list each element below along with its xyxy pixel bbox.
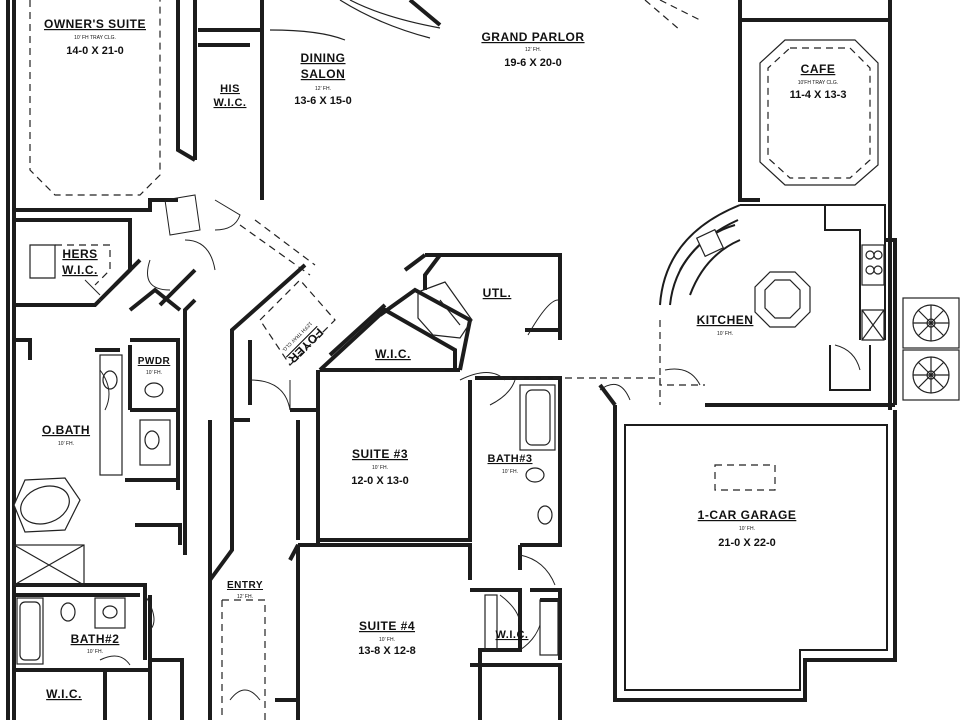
- room-suite3: SUITE #3 10' FH. 12-0 X 13-0: [351, 447, 408, 487]
- room-dimensions: 11-4 X 13-3: [790, 89, 847, 101]
- room-name: W.I.C.: [496, 629, 529, 641]
- room-labels: OWNER'S SUITE 10' FH TRAY CLG. 14-0 X 21…: [42, 17, 846, 701]
- room-owners-suite: OWNER'S SUITE 10' FH TRAY CLG. 14-0 X 21…: [44, 17, 146, 57]
- room-note: 10' FH.: [502, 469, 518, 475]
- room-his-wic: HIS W.I.C.: [214, 83, 247, 109]
- room-name: GRAND PARLOR: [481, 30, 584, 44]
- room-note: 10' FH.: [146, 370, 162, 376]
- room-util: UTL.: [483, 286, 512, 300]
- room-name: UTL.: [483, 286, 512, 300]
- room-obath: O.BATH 10' FH.: [42, 423, 90, 447]
- kitchen-fixtures: [659, 204, 885, 371]
- room-note: 10' FH.: [379, 637, 395, 643]
- room-name: W.I.C.: [46, 687, 82, 701]
- room-kitchen: KITCHEN 10' FH.: [697, 313, 754, 337]
- room-note: 12' FH.: [525, 47, 541, 53]
- room-entry: ENTRY 12' FH.: [227, 580, 263, 600]
- walls: [6, 0, 897, 720]
- room-hers-wic: HERS W.I.C.: [62, 247, 98, 277]
- room-note: 10' FH.: [717, 331, 733, 337]
- room-dimensions: 12-0 X 13-0: [351, 475, 408, 487]
- doors: [84, 194, 701, 701]
- room-name: KITCHEN: [697, 313, 754, 327]
- room-name-line1: HERS: [62, 247, 97, 261]
- room-note: 12' FH.: [237, 594, 253, 600]
- room-note: 10' FH.: [87, 649, 103, 655]
- room-name-line2: W.I.C.: [62, 263, 98, 277]
- room-grand-parlor: GRAND PARLOR 12' FH. 19-6 X 20-0: [481, 30, 584, 69]
- room-garage: 1-CAR GARAGE 10' FH. 21-0 X 22-0: [698, 508, 797, 549]
- room-name: 1-CAR GARAGE: [698, 508, 797, 522]
- room-name: BATH#2: [71, 632, 120, 646]
- room-note: 10' FH.: [739, 526, 755, 532]
- room-name: W.I.C.: [375, 347, 411, 361]
- room-note: 10'FH TRAY CLG.: [798, 80, 838, 86]
- room-name: O.BATH: [42, 423, 90, 437]
- room-name: OWNER'S SUITE: [44, 17, 146, 31]
- room-note: 10' FH.: [58, 441, 74, 447]
- room-note: 10' FH TRAY CLG.: [74, 35, 116, 41]
- room-dimensions: 14-0 X 21-0: [66, 45, 123, 57]
- room-dimensions: 21-0 X 22-0: [718, 537, 775, 549]
- room-name: CAFE: [801, 62, 836, 76]
- room-dimensions: 13-6 X 15-0: [294, 95, 351, 107]
- bath-fixtures: [13, 354, 559, 665]
- room-name: BATH#3: [488, 453, 533, 465]
- room-wic-center: W.I.C.: [375, 347, 411, 361]
- room-bath2: BATH#2 10' FH.: [71, 632, 120, 655]
- room-bath3: BATH#3 10' FH.: [488, 453, 533, 475]
- room-name-line1: HIS: [220, 83, 240, 95]
- room-note: 12' FH.: [315, 86, 331, 92]
- room-name-line2: W.I.C.: [214, 97, 247, 109]
- room-note: 10' FH.: [372, 465, 388, 471]
- room-wic-bottom: W.I.C.: [496, 629, 529, 641]
- room-name: SUITE #4: [359, 619, 415, 633]
- room-pwdr: PWDR 10' FH.: [138, 356, 171, 376]
- room-name-line1: DINING: [301, 51, 346, 65]
- room-name: ENTRY: [227, 580, 263, 591]
- room-dimensions: 19-6 X 20-0: [504, 57, 561, 69]
- room-dining-salon: DINING SALON 12' FH. 13-6 X 15-0: [294, 51, 351, 107]
- room-suite4: SUITE #4 10' FH. 13-8 X 12-8: [358, 619, 415, 657]
- dashed-lines: [29, 0, 879, 720]
- ac-units: [902, 297, 960, 401]
- room-name: SUITE #3: [352, 447, 408, 461]
- room-name: PWDR: [138, 356, 171, 367]
- room-dimensions: 13-8 X 12-8: [358, 645, 415, 657]
- room-name-line2: SALON: [301, 67, 346, 81]
- room-wic-left: W.I.C.: [46, 687, 82, 701]
- room-cafe: CAFE 10'FH TRAY CLG. 11-4 X 13-3: [790, 62, 847, 101]
